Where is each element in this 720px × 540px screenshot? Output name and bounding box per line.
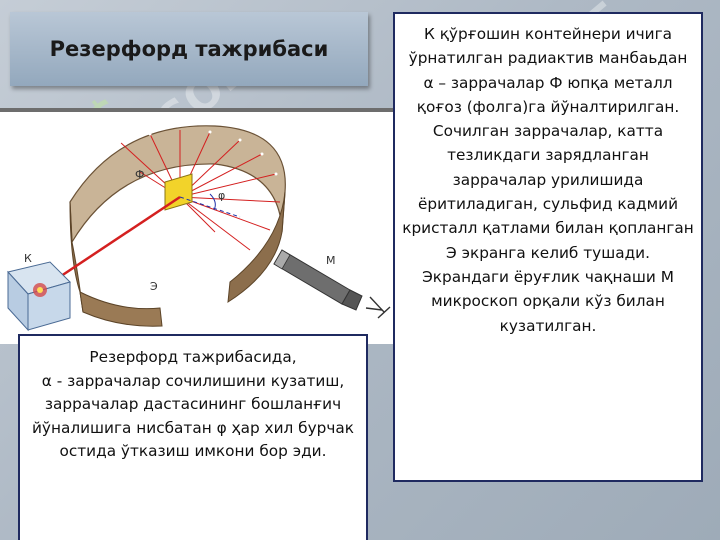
flash-points xyxy=(118,130,278,176)
caption-box: Резерфорд тажрибасида, α - заррачалар со… xyxy=(18,334,368,540)
screen-label: Э xyxy=(150,280,158,293)
screen-right-edge xyxy=(227,191,286,303)
caption-line: Резерфорд тажрибасида, xyxy=(89,348,297,366)
angle-label: φ xyxy=(218,189,225,202)
screen-front-wall xyxy=(79,291,163,327)
angle-arc xyxy=(209,193,216,211)
initial-direction xyxy=(179,196,241,218)
description-paragraph: Сочилган заррачалар, катта тезликдаги за… xyxy=(402,122,694,262)
title-box: Резерфорд тажрибаси xyxy=(10,12,368,86)
description-box: К қўрғошин контейнери ичига ўрнатилган р… xyxy=(393,12,703,482)
rutherford-diagram: Ф φ К М Э xyxy=(0,108,415,344)
caption-paragraph: α - заррачалар сочилишини кузатиш, зарра… xyxy=(31,371,355,461)
description-paragraph: К қўрғошин контейнери ичига ўрнатилган р… xyxy=(408,25,688,68)
alpha-beam xyxy=(39,195,181,292)
container-box xyxy=(7,261,71,332)
description-paragraph: Экрандаги ёруғлик чақнаши М микроскоп ор… xyxy=(422,267,674,335)
foil-label: Ф xyxy=(135,168,144,181)
description-paragraph: α – заррачалар Ф юпқа металл қоғоз (фолг… xyxy=(416,73,680,116)
page-title: Резерфорд тажрибаси xyxy=(49,37,329,61)
microscope-label: М xyxy=(326,254,336,267)
container-label: К xyxy=(24,252,32,265)
diagram-svg: Ф φ К М Э xyxy=(7,125,391,332)
microscope xyxy=(273,249,391,319)
